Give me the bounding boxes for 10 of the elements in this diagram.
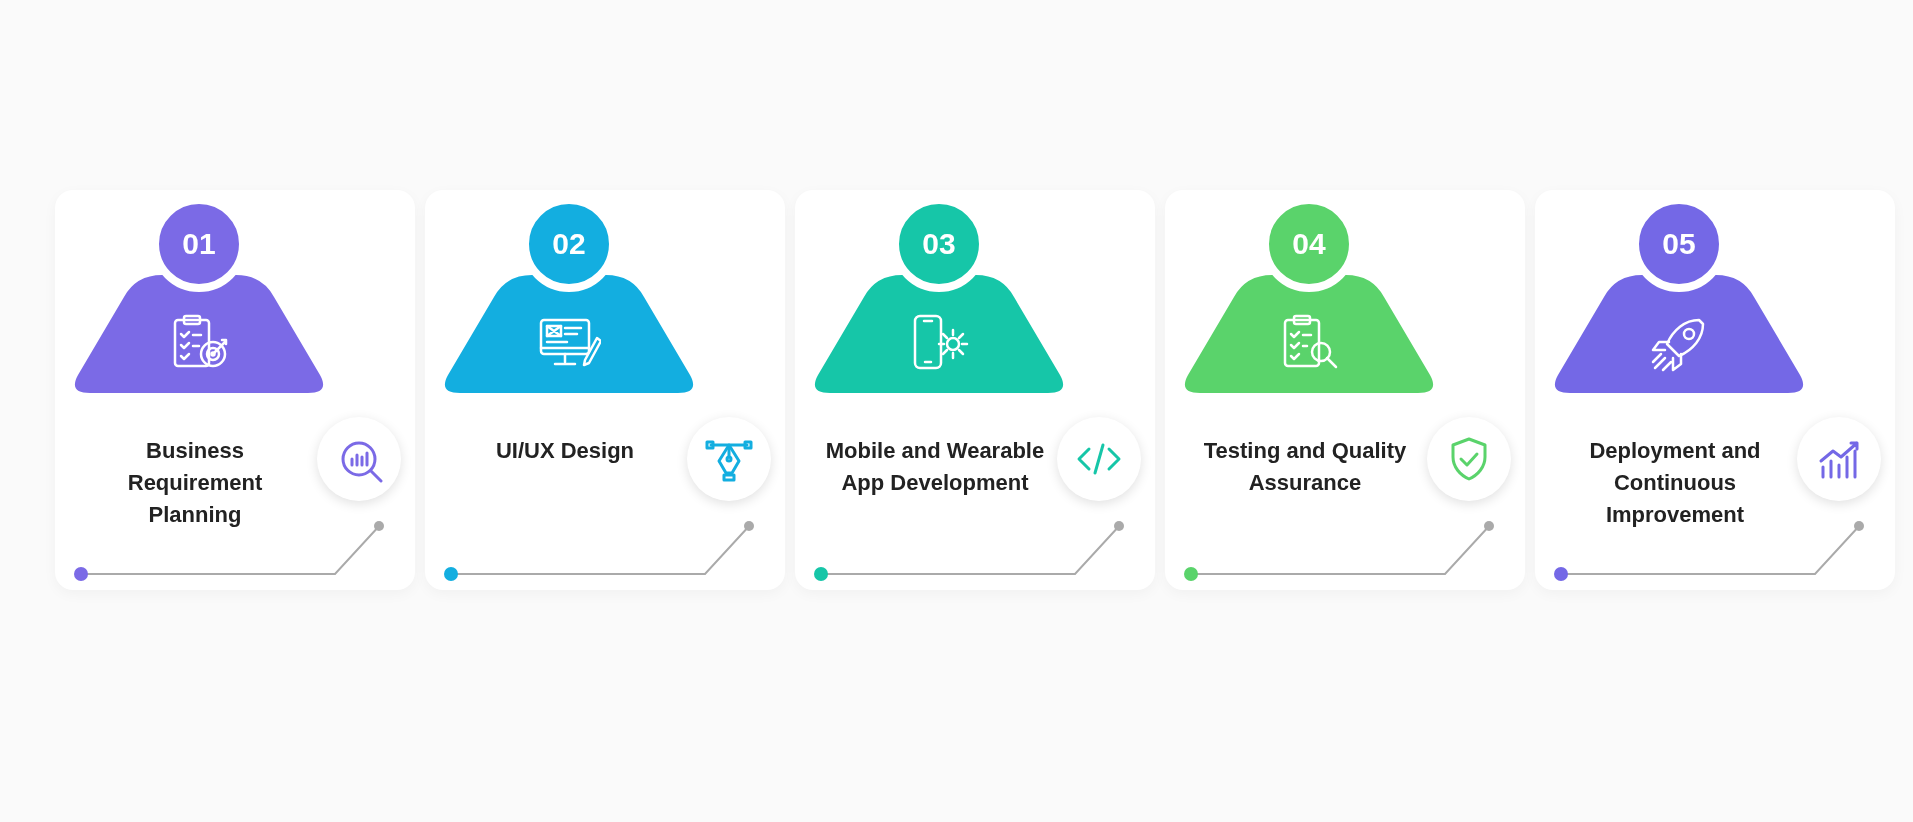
step-title: Testing and Quality Assurance	[1202, 437, 1408, 497]
step-card	[425, 190, 785, 590]
step-title: UI/UX Design	[494, 437, 636, 465]
step-card	[1535, 190, 1895, 590]
step-title: Deployment and Continuous Improvement	[1588, 437, 1762, 529]
step-title: Business Requirement Planning	[126, 437, 264, 529]
step-card	[795, 190, 1155, 590]
step-card	[55, 190, 415, 590]
step-title: Mobile and Wearable App Development	[825, 437, 1045, 497]
step-card	[1165, 190, 1525, 590]
